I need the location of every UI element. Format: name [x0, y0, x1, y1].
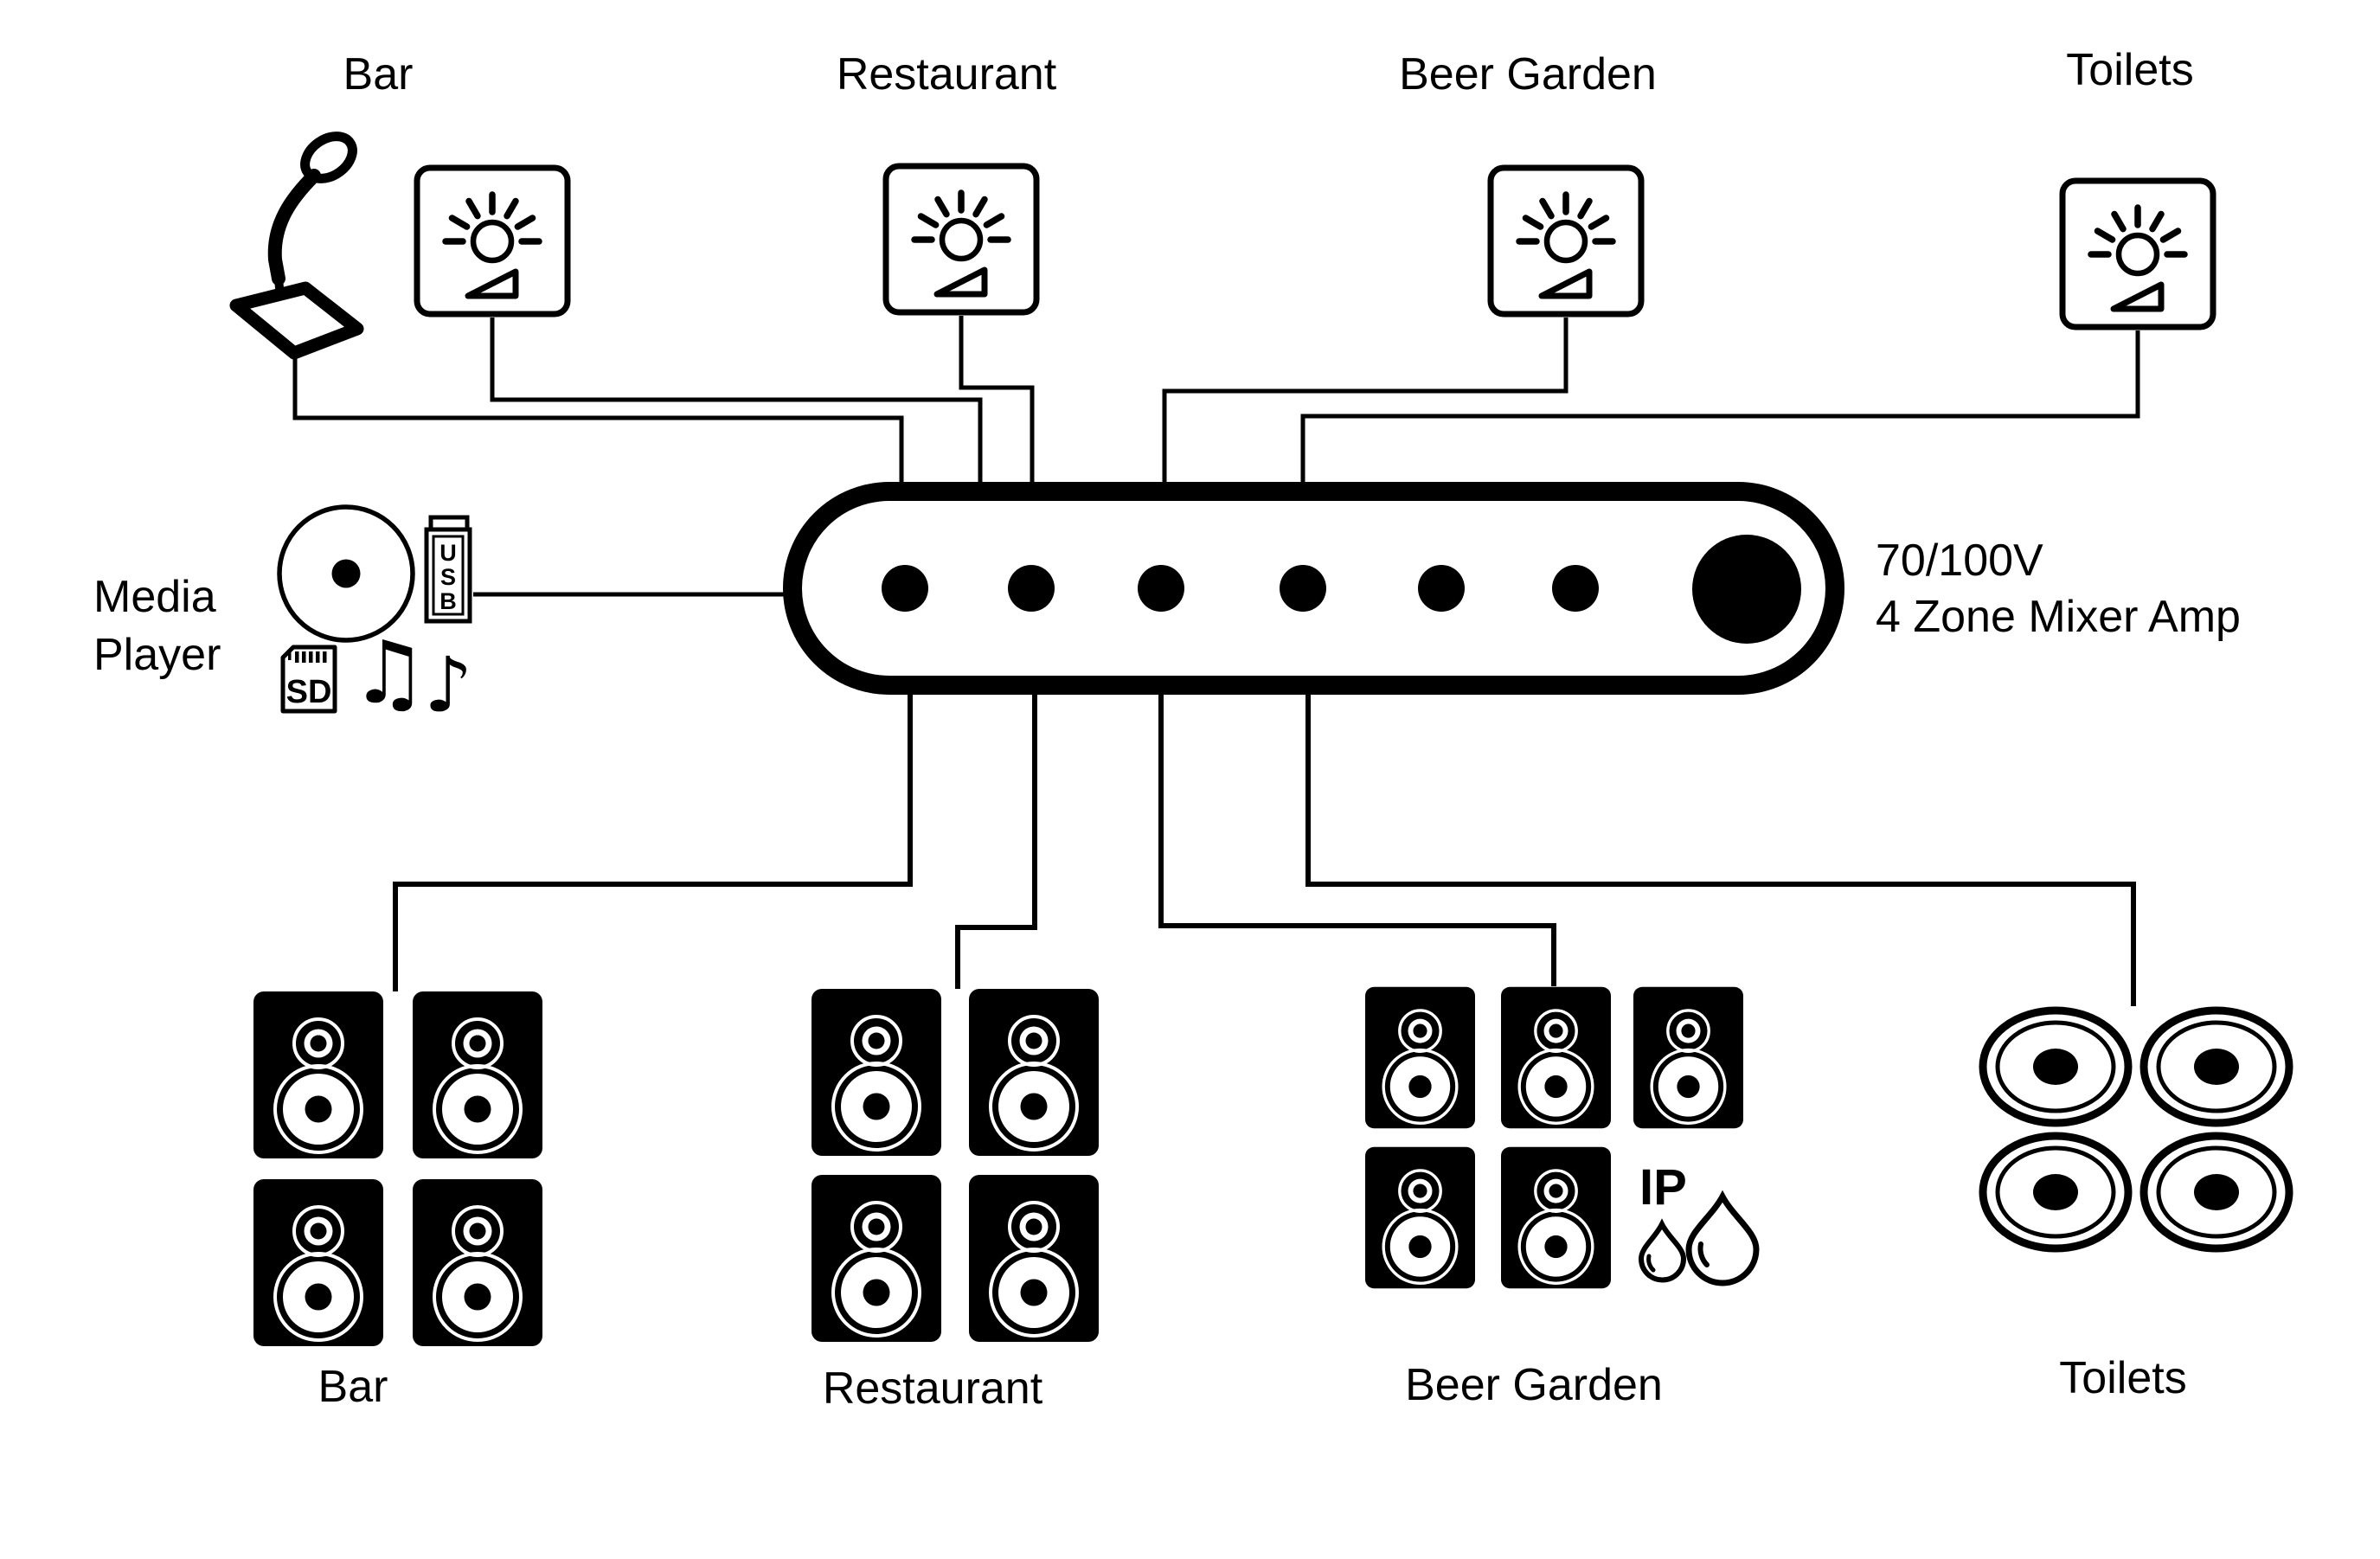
toilets-speaker-group [1983, 1010, 2289, 1248]
volume-control-toilets [2062, 181, 2213, 327]
sd-card-label: SD [286, 674, 332, 710]
volume-control-restaurant [886, 166, 1036, 312]
top-label-restaurant: Restaurant [837, 49, 1057, 99]
sd-card-icon: SD [280, 645, 337, 714]
usb-letter-b: B [439, 588, 457, 614]
amp-knob [1280, 565, 1326, 612]
speaker-icon [253, 991, 383, 1158]
amp-knob [1552, 565, 1599, 612]
wire-restaurant-volume-to-amp [959, 316, 1035, 482]
amp-knob [1138, 565, 1184, 612]
volume-control-beergarden [1491, 168, 1641, 314]
top-zone-labels: Bar Restaurant Beer Garden Toilets [343, 45, 2194, 99]
volume-control-bar [417, 168, 568, 314]
media-player: Media Player U S B SD ♫ [93, 504, 472, 729]
ip-label: IP [1639, 1159, 1687, 1216]
ip-waterproof-icon: IP [1638, 1159, 1760, 1286]
mixer-amp: 70/100V 4 Zone Mixer Amp [783, 482, 2241, 695]
speaker-icon [1501, 1146, 1611, 1289]
speaker-icon [1365, 1146, 1475, 1289]
usb-letter-u: U [439, 540, 457, 566]
wire-mic-to-amp [292, 353, 904, 482]
speaker-icon [1633, 986, 1743, 1129]
ceiling-speaker-icon [2144, 1010, 2289, 1123]
paging-microphone-icon [229, 132, 364, 360]
wire-amp-to-toilets-speakers [1305, 695, 2136, 1006]
output-wires [393, 695, 2136, 1006]
wire-beergarden-volume-to-amp [1162, 318, 1568, 482]
usb-letter-s: S [440, 564, 456, 590]
speaker-icon [812, 989, 941, 1156]
ceiling-speaker-icon [1983, 1010, 2128, 1123]
bottom-label-bar: Bar [318, 1362, 388, 1412]
amp-voltage-label: 70/100V [1876, 536, 2043, 586]
usb-stick-icon: U S B [424, 515, 472, 624]
speaker-icon [253, 1179, 383, 1346]
bottom-label-toilets: Toilets [2059, 1353, 2186, 1403]
speaker-icon [413, 1179, 542, 1346]
wire-amp-to-beergarden-speakers [1158, 695, 1556, 986]
amp-master-knob [1692, 535, 1801, 644]
speaker-icon [1365, 986, 1475, 1129]
amp-knob [1008, 565, 1055, 612]
music-notes-icon: ♫ [350, 622, 428, 723]
speaker-icon [969, 1175, 1099, 1342]
media-player-label-line2: Player [93, 630, 221, 680]
top-label-toilets: Toilets [2066, 45, 2193, 95]
media-player-label-line1: Media [93, 572, 216, 622]
bar-speaker-group [253, 991, 542, 1346]
speaker-icon [413, 991, 542, 1158]
amp-knob [1418, 565, 1465, 612]
speaker-icon [1501, 986, 1611, 1129]
ceiling-speaker-icon [2144, 1136, 2289, 1248]
wire-amp-to-bar-speakers [393, 695, 913, 991]
bottom-label-beergarden: Beer Garden [1405, 1360, 1663, 1410]
top-label-beergarden: Beer Garden [1399, 49, 1657, 99]
bottom-label-restaurant: Restaurant [823, 1363, 1043, 1414]
amp-type-label: 4 Zone Mixer Amp [1876, 592, 2241, 642]
water-drop-small [1638, 1218, 1687, 1283]
restaurant-speaker-group [812, 989, 1099, 1342]
beergarden-speaker-group: IP [1365, 986, 1760, 1289]
top-label-bar: Bar [343, 49, 414, 99]
speaker-icon [812, 1175, 941, 1342]
amp-knobs [882, 535, 1801, 644]
input-wires [292, 316, 2140, 597]
water-drop-large [1685, 1190, 1760, 1286]
wire-amp-to-restaurant-speakers [955, 695, 1037, 989]
wire-toilets-volume-to-amp [1300, 330, 2140, 482]
wire-bar-volume-to-amp [490, 318, 983, 482]
amp-knob [882, 565, 928, 612]
ceiling-speaker-icon [1983, 1136, 2128, 1248]
cd-icon [277, 504, 415, 643]
speaker-icon [969, 989, 1099, 1156]
bottom-zone-labels: Bar Restaurant Beer Garden Toilets [318, 1353, 2187, 1414]
music-note-icon: ♪ [424, 640, 472, 729]
